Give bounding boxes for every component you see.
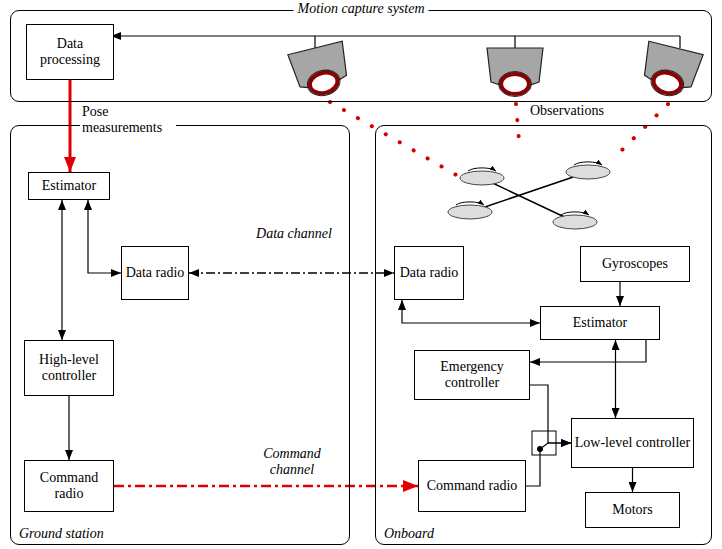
camera-icon	[637, 41, 703, 102]
process-box: Estimator	[28, 172, 110, 200]
group-box: Ground station EstimatorData radioHigh-le…	[10, 125, 350, 545]
camera-bus-line	[315, 36, 680, 48]
edge-label: Data channel	[252, 226, 336, 242]
group-box: Motion capture systemData processing	[10, 10, 712, 102]
process-box: Command radio	[418, 460, 526, 512]
box-label: Command radio	[425, 478, 520, 494]
camera-icon	[305, 67, 343, 99]
process-box: Emergency controller	[414, 350, 530, 400]
quadrotor-sketch	[566, 165, 610, 179]
process-box: Data radio	[121, 246, 189, 300]
quadrotor-sketch	[561, 212, 589, 215]
connector-arrow	[615, 340, 616, 418]
connector-arrow	[114, 485, 418, 488]
process-box: Data processing	[26, 24, 114, 80]
box-label: Data processing	[27, 36, 113, 67]
edge-label: Command channel	[248, 446, 336, 478]
camera-icon	[308, 70, 340, 96]
quadrotor-sketch	[448, 205, 492, 219]
annotation-label: Observations	[528, 103, 606, 119]
box-label: Gyroscopes	[600, 256, 670, 272]
process-box: High-level controller	[24, 340, 114, 396]
box-label: High-level controller	[25, 352, 113, 383]
camera-icon	[288, 41, 354, 102]
connector-arrow	[530, 385, 571, 443]
quadrotor-sketch	[456, 202, 484, 205]
connector-arrow	[88, 200, 121, 273]
box-label: Estimator	[571, 315, 629, 331]
connector-arrow	[402, 300, 540, 323]
camera-icon	[501, 74, 529, 94]
camera-icon	[487, 48, 543, 97]
process-box: Motors	[585, 492, 680, 528]
camera-bus-line	[111, 36, 680, 48]
edge-label: Pose measurements	[80, 104, 176, 136]
box-label: Low-level controller	[573, 435, 692, 451]
connector-arrow	[189, 272, 394, 273]
process-box: Estimator	[540, 306, 660, 340]
group-title: Onboard	[380, 526, 438, 542]
group-title: Motion capture system	[293, 1, 428, 17]
process-box: Low-level controller	[571, 418, 694, 468]
quadrotor-sketch	[468, 168, 496, 171]
box-label: Command radio	[25, 470, 113, 501]
box-label: Data radio	[124, 265, 187, 281]
camera-icon	[651, 70, 683, 96]
connector-arrow	[619, 282, 620, 306]
camera-icon	[499, 72, 532, 97]
quadrotor-sketch	[553, 215, 597, 229]
box-label: Motors	[610, 502, 654, 518]
connector-arrow	[69, 80, 72, 172]
observation-rays	[330, 102, 668, 176]
group-title: Ground station	[15, 526, 108, 542]
quadrotor-sketch	[448, 162, 610, 229]
process-box: Data radio	[394, 246, 464, 300]
quadrotor-sketch	[574, 162, 602, 165]
connector-arrow	[68, 396, 69, 460]
connector-arrow	[61, 200, 62, 340]
box-label: Estimator	[40, 178, 98, 194]
connector-arrow	[526, 443, 571, 486]
connector-arrow	[530, 340, 646, 362]
camera-bus-line	[111, 35, 680, 36]
connector-arrow	[632, 468, 633, 492]
process-box: Command radio	[24, 460, 114, 512]
camera-icon	[648, 67, 686, 99]
box-label: Emergency controller	[415, 359, 529, 390]
quadrotor-sketch	[460, 171, 504, 185]
group-box: Onboard Data radio GyroscopesEstimatorEmer…	[375, 125, 712, 545]
box-label: Data radio	[398, 265, 461, 281]
observation-rays	[330, 102, 668, 176]
process-box: Gyroscopes	[580, 246, 690, 282]
